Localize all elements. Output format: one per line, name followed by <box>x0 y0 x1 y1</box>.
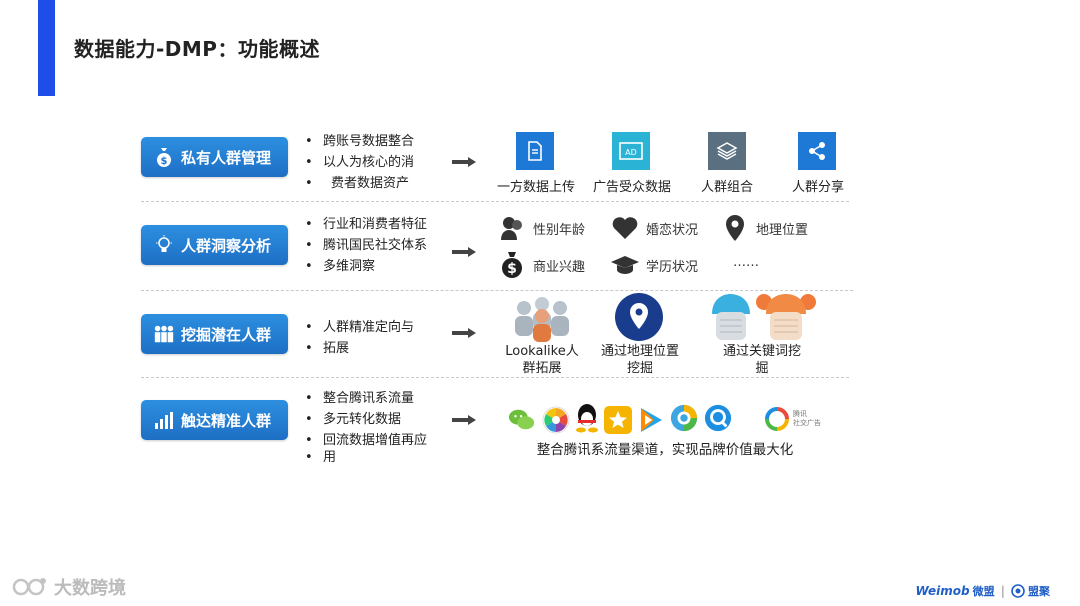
bullet: 行业和消费者特征 <box>303 214 427 235</box>
attr-label: …… <box>733 255 759 270</box>
people-icon <box>497 213 527 243</box>
avatars-icon <box>708 292 816 344</box>
wechat-icon <box>508 406 536 434</box>
bullet: 多维洞察 <box>303 256 427 277</box>
mengju-text: 盟聚 <box>1028 585 1050 598</box>
arrow-right-icon <box>452 328 476 338</box>
pill-label: 触达精准人群 <box>181 411 272 430</box>
attr-marital: 婚恋状况 <box>610 213 698 243</box>
divider <box>141 377 849 378</box>
bullet: 跨账号数据整合 <box>303 131 414 152</box>
pill-label: 挖掘潜在人群 <box>181 325 272 344</box>
svg-text:$: $ <box>507 261 517 277</box>
divider <box>141 290 853 291</box>
bullet: 整合腾讯系流量 <box>303 388 427 409</box>
bullet: 多元转化数据 <box>303 409 427 430</box>
attr-education: 学历状况 <box>610 250 698 280</box>
weimob-text: Weimob <box>915 584 970 598</box>
pill-label: 人群洞察分析 <box>181 236 272 255</box>
heart-icon <box>610 213 640 243</box>
lightbulb-icon <box>153 234 175 256</box>
group-icon <box>153 323 175 345</box>
brand-logo-icon <box>12 576 48 598</box>
ads-logo-icon: 腾讯 社交广告 <box>764 406 821 432</box>
share-icon <box>798 132 836 170</box>
item-label-line: 挖掘 <box>626 361 653 376</box>
attr-location: 地理位置 <box>720 213 808 243</box>
footer-brand-left: 大数跨境 <box>12 574 126 600</box>
tile-label: 广告受众数据 <box>592 180 671 195</box>
ads-logo-text: 腾讯 <box>793 410 807 418</box>
pill-reach-precise: 触达精准人群 <box>141 400 288 440</box>
location-icon <box>720 213 750 243</box>
bar-chart-icon <box>153 409 175 431</box>
attr-business-interest: $ 商业兴趣 <box>497 250 585 280</box>
attr-label: 婚恋状况 <box>646 222 699 238</box>
footer-brand-text: 大数跨境 <box>54 578 126 599</box>
attr-gender-age: 性别年龄 <box>497 213 585 243</box>
item-label: 通过地理位置 挖掘 <box>590 343 690 377</box>
divider <box>141 201 849 202</box>
bullet: 以人为核心的消 <box>303 152 414 173</box>
item-label-line: 掘 <box>755 361 769 376</box>
item-label: Lookalike人 群拓展 <box>492 343 592 377</box>
item-label-line: 通过关键词挖 <box>722 344 801 359</box>
item-label-line: Lookalike人 <box>505 344 579 359</box>
video-play-icon <box>636 406 664 434</box>
document-icon <box>516 132 554 170</box>
bullet-list-4: 整合腾讯系流量 多元转化数据 回流数据增值再应 用 <box>303 388 427 468</box>
ads-logo-text: 社交广告 <box>793 419 821 427</box>
mengju-logo-icon <box>1011 584 1025 598</box>
bullet-list-1: 跨账号数据整合 以人为核心的消 费者数据资产 <box>303 131 414 194</box>
pill-private-audience: $ 私有人群管理 <box>141 137 288 177</box>
photo-pinwheel-icon <box>542 406 570 434</box>
money-bag-icon: $ <box>497 250 527 280</box>
crowd-icon <box>510 294 574 342</box>
pill-mine-potential: 挖掘潜在人群 <box>141 314 288 354</box>
attr-label: 学历状况 <box>646 259 699 275</box>
item-label-line: 通过地理位置 <box>600 344 679 359</box>
attr-more: …… <box>733 255 759 270</box>
pill-audience-insight: 人群洞察分析 <box>141 225 288 265</box>
pill-label: 私有人群管理 <box>181 148 272 167</box>
ad-icon: AD <box>612 132 650 170</box>
tile-label: 人群分享 <box>791 180 844 195</box>
arrow-right-icon <box>452 415 476 425</box>
browser-icon <box>670 404 698 432</box>
item-label: 通过关键词挖 掘 <box>712 343 812 377</box>
separator: | <box>1000 584 1005 598</box>
bullet: 拓展 <box>303 338 414 359</box>
bullet: 人群精准定向与 <box>303 317 414 338</box>
attr-label: 性别年龄 <box>533 222 586 238</box>
bullet-list-3: 人群精准定向与 拓展 <box>303 317 414 359</box>
page-title: 数据能力-DMP：功能概述 <box>74 37 320 61</box>
accent-bar <box>38 0 55 96</box>
graduation-cap-icon <box>610 250 640 280</box>
svg-text:AD: AD <box>625 148 637 157</box>
arrow-right-icon <box>452 157 476 167</box>
weimeng-text: 微盟 <box>972 585 995 598</box>
svg-text:$: $ <box>161 156 168 167</box>
money-bag-icon: $ <box>153 146 175 168</box>
caption: 整合腾讯系流量渠道，实现品牌价值最大化 <box>536 442 794 458</box>
layers-icon <box>708 132 746 170</box>
bullet: 用 <box>303 447 427 468</box>
bullet: 腾讯国民社交体系 <box>303 235 427 256</box>
bullet: 回流数据增值再应 <box>303 430 427 451</box>
map-pin-icon <box>614 292 664 342</box>
qq-penguin-icon <box>573 404 601 433</box>
tile-label: 一方数据上传 <box>496 180 575 195</box>
star-icon <box>604 406 632 434</box>
bullet: 费者数据资产 <box>303 173 414 194</box>
footer-brand-right: Weimob 微盟 | 盟聚 <box>916 583 1050 599</box>
attr-label: 商业兴趣 <box>533 259 586 275</box>
search-q-icon <box>704 404 732 432</box>
bullet-list-2: 行业和消费者特征 腾讯国民社交体系 多维洞察 <box>303 214 427 277</box>
tile-label: 人群组合 <box>700 180 753 195</box>
attr-label: 地理位置 <box>756 222 809 238</box>
item-label-line: 群拓展 <box>522 361 562 376</box>
arrow-right-icon <box>452 247 476 257</box>
